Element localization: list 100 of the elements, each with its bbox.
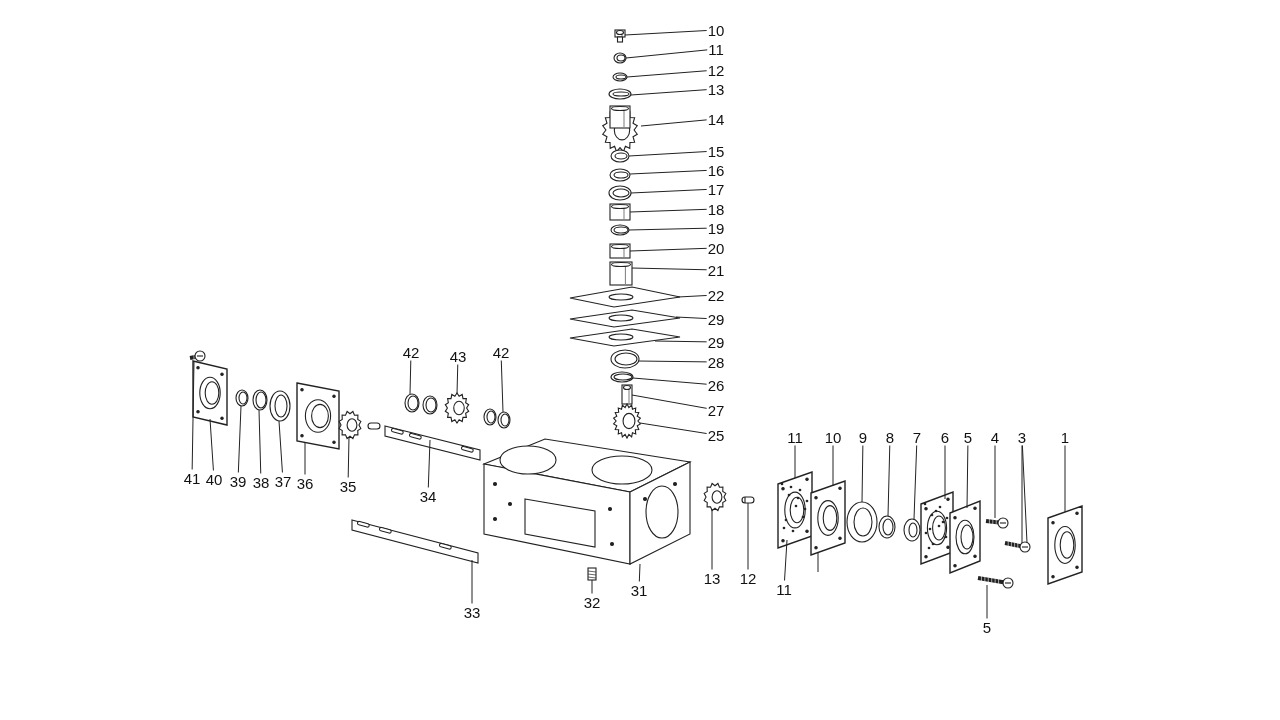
callout-number: 5 (981, 618, 993, 636)
housing-drawing (482, 438, 692, 565)
leader-line (677, 295, 708, 298)
leader-line (1021, 445, 1028, 544)
leader-line (638, 563, 641, 582)
callout-number: 27 (706, 401, 726, 419)
leader-line (628, 227, 708, 231)
leader-line (675, 316, 708, 320)
callout-number: 12 (738, 569, 758, 587)
bolt-drawing (985, 517, 1009, 529)
washer-drawing (612, 72, 628, 82)
ring-drawing (252, 389, 268, 411)
leader-line (209, 418, 214, 471)
nut-drawing (613, 52, 627, 64)
gear-drawing (444, 392, 470, 424)
leader-line (258, 409, 262, 474)
ring-drawing (878, 515, 896, 539)
bolt-drawing (189, 350, 206, 362)
leader-line (966, 445, 969, 509)
callout-number: 43 (448, 347, 468, 365)
flange-drawing (1047, 505, 1083, 585)
leader-line (794, 445, 796, 479)
ring-pair-drawing (483, 408, 511, 429)
callout-number: 17 (706, 180, 726, 198)
leader-line (591, 579, 593, 594)
callout-number: 13 (706, 80, 726, 98)
shaft-drawing (351, 519, 479, 564)
leader-line (471, 559, 473, 604)
leader-line (994, 445, 996, 519)
callout-number: 11 (786, 428, 804, 446)
bearing-drawing (269, 390, 291, 422)
leader-line (625, 49, 708, 59)
callout-number: 41 (182, 469, 202, 487)
bearing-drawing (846, 501, 878, 543)
screw-drawing (614, 29, 626, 43)
leader-line (913, 445, 918, 520)
callout-number: 22 (706, 286, 726, 304)
leader-line (629, 208, 708, 213)
leader-line (304, 442, 306, 475)
leader-line (944, 445, 946, 500)
bolt-drawing (977, 575, 1014, 589)
leader-line (427, 439, 431, 488)
leader-line (626, 70, 708, 78)
callout-number: 5 (962, 428, 974, 446)
callout-number: 6 (939, 428, 951, 446)
sprocket-drawing (601, 105, 639, 153)
callout-number: 14 (706, 110, 726, 128)
leader-line (347, 436, 350, 478)
cover-plate-drawing (569, 286, 681, 308)
leader-line (986, 584, 988, 619)
flange-drawing (192, 360, 228, 426)
gasket-drawing (777, 471, 813, 549)
bolt-drawing (1004, 540, 1031, 553)
leader-line (887, 445, 891, 517)
callout-number: 33 (462, 603, 482, 621)
gear-drawing (338, 410, 362, 440)
callout-number: 37 (273, 472, 293, 490)
ring-drawing (608, 185, 632, 201)
callout-number: 40 (204, 470, 224, 488)
flange-drawing (296, 382, 340, 450)
leader-line (654, 340, 708, 343)
leader-line (784, 539, 788, 581)
flange-drawing (810, 480, 846, 556)
ring-drawing (235, 389, 249, 407)
callout-number: 13 (702, 569, 722, 587)
leader-line (237, 405, 242, 473)
callout-number: 34 (418, 487, 438, 505)
leader-line (631, 394, 708, 409)
callout-number: 35 (338, 477, 358, 495)
leader-line (191, 360, 195, 470)
gear-drawing (612, 402, 642, 440)
leader-line (631, 267, 708, 271)
leader-line (639, 422, 708, 435)
leader-line (861, 445, 864, 503)
callout-number: 39 (228, 472, 248, 490)
leader-line (409, 360, 412, 395)
ring-drawing (609, 168, 631, 182)
leader-line (637, 360, 708, 363)
pin-drawing (741, 496, 755, 504)
callout-number: 21 (706, 261, 726, 279)
bushing-drawing (609, 203, 631, 221)
leader-line (628, 151, 708, 157)
callout-number: 18 (706, 200, 726, 218)
leader-line (632, 377, 708, 385)
callout-number: 11 (775, 580, 793, 598)
callout-number: 20 (706, 239, 726, 257)
leader-line (1021, 445, 1023, 544)
callout-number: 36 (295, 474, 315, 492)
callout-number: 10 (823, 428, 843, 446)
callout-number: 31 (629, 581, 649, 599)
leader-line (629, 169, 708, 175)
leader-line (832, 445, 834, 487)
callout-number: 32 (582, 593, 602, 611)
callout-number: 16 (706, 161, 726, 179)
callout-number: 10 (706, 21, 726, 39)
callout-number: 29 (706, 310, 726, 328)
leader-line (640, 119, 708, 127)
callout-number: 26 (706, 376, 726, 394)
bearing-drawing (610, 349, 640, 369)
leader-line (630, 188, 708, 194)
